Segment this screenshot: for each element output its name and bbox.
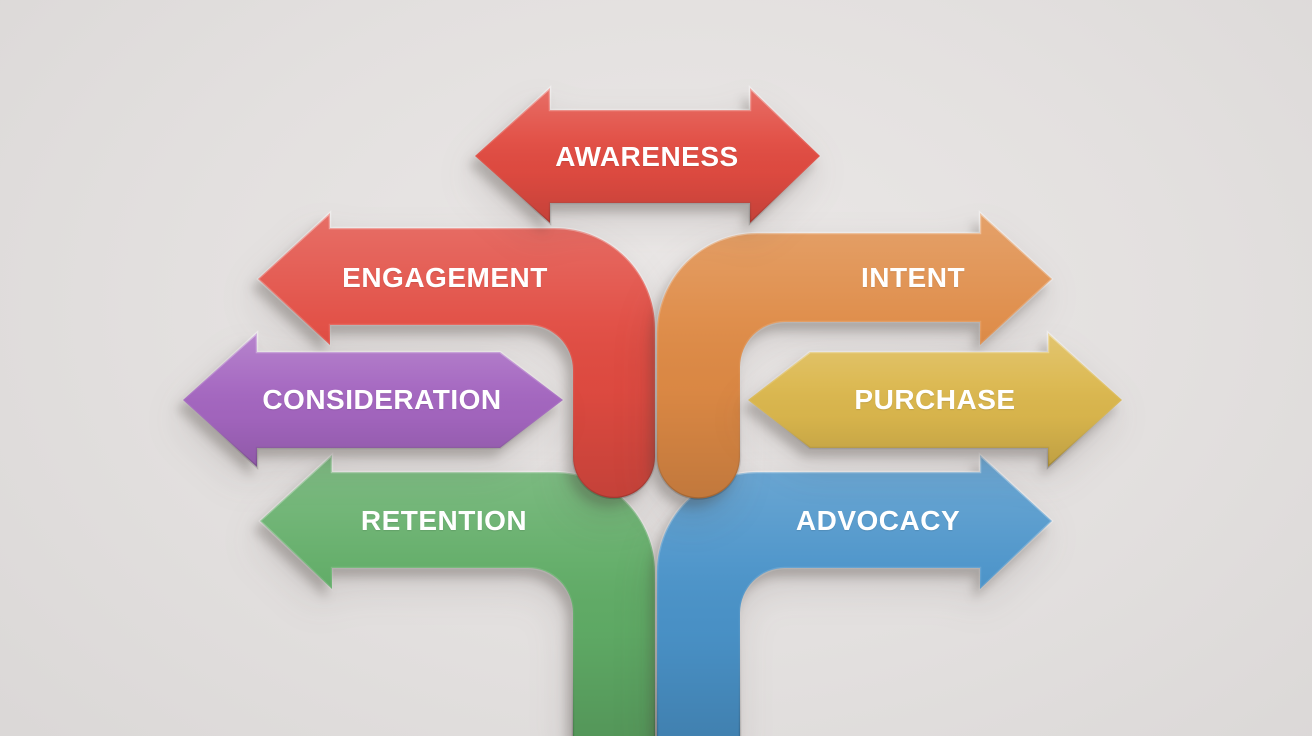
intent-arrow-sheen [655,210,1054,500]
retention-arrow [258,452,657,736]
engagement-arrow-sheen [256,210,657,500]
consideration-arrow-sheen [181,330,566,470]
advocacy-arrow [655,452,1054,736]
awareness-arrow [473,85,822,226]
purchase-arrow-sheen [745,330,1124,470]
awareness-label: AWARENESS [555,141,739,172]
engagement-label: ENGAGEMENT [342,262,548,293]
purchase-arrow [745,330,1124,470]
consideration-arrow [181,330,566,470]
intent-label: INTENT [860,262,966,293]
intent-arrow [655,210,1054,500]
advocacy-arrow-sheen [655,452,1054,736]
awareness-arrow-sheen [473,85,822,226]
retention-label: RETENTION [360,505,528,536]
purchase-label: PURCHASE [854,384,1016,415]
consideration-label: CONSIDERATION [262,384,502,415]
retention-arrow-sheen [258,452,657,736]
advocacy-label: ADVOCACY [795,505,961,536]
engagement-arrow [256,210,657,500]
